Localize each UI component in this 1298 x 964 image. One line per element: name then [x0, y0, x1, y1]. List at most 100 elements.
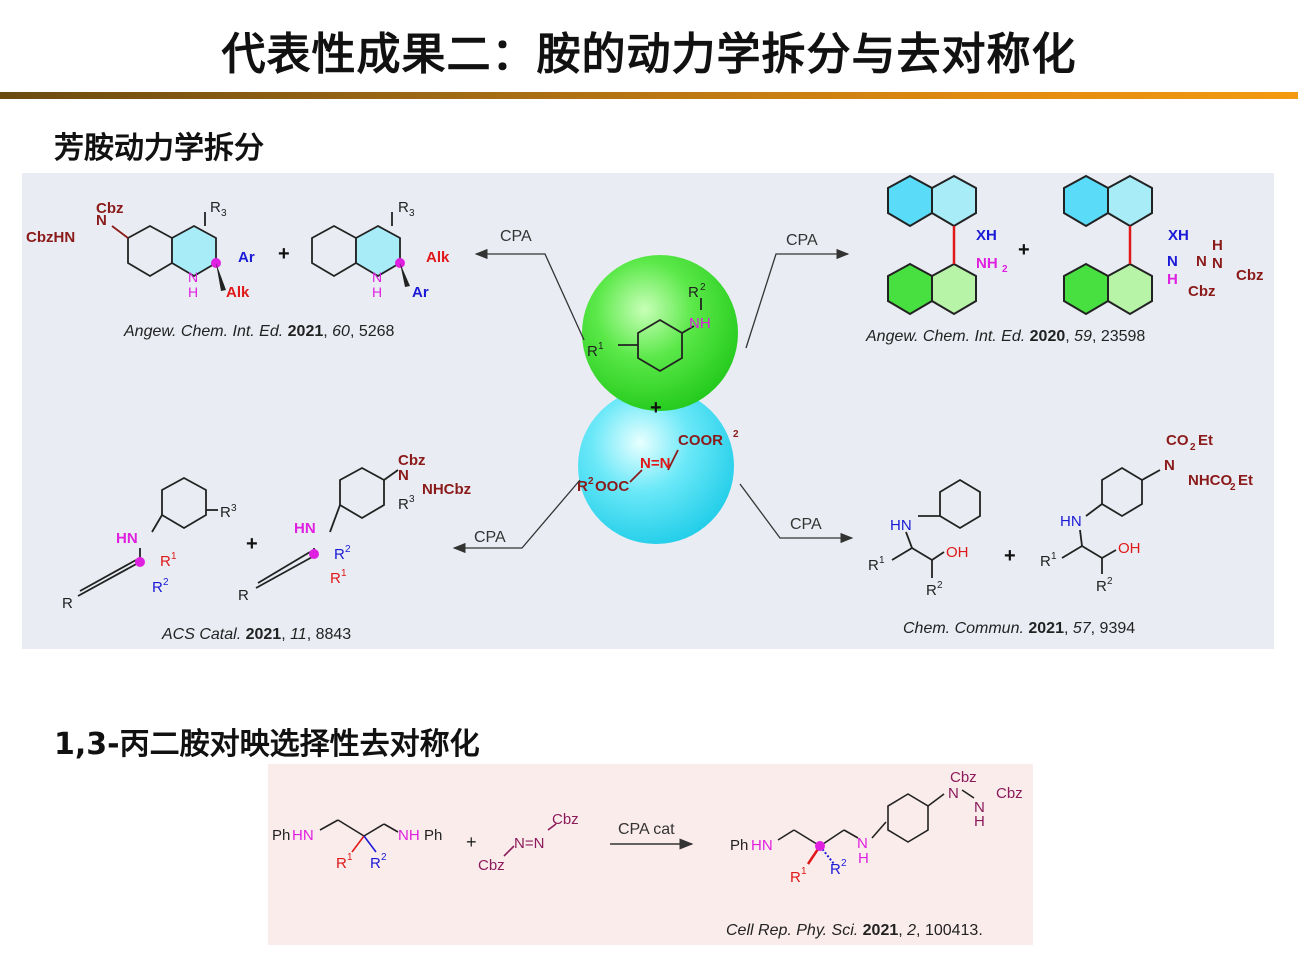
r3-sup-2: 3: [409, 208, 415, 219]
h-prod-2: H: [974, 813, 985, 830]
page-title: 代表性成果二：胺的动力学拆分与去对称化: [221, 29, 1077, 80]
phhn-hn: HN: [292, 827, 314, 844]
r1-sub: R: [336, 855, 347, 872]
r1-bl2: R: [330, 570, 341, 587]
r1-bl1-sup: 1: [171, 551, 177, 562]
cbz-prod-top: Cbz: [950, 769, 977, 786]
nhph-ph: Ph: [424, 827, 442, 844]
hn-br2: HN: [1060, 513, 1082, 530]
nh-label: NH: [689, 315, 711, 332]
r3-label-2: R: [398, 199, 409, 216]
n-bl2: N: [398, 467, 409, 484]
aniline-structure: [618, 298, 702, 373]
green-sphere: [582, 255, 738, 411]
desymmetrization-scheme-svg: Ph HN NH Ph R 1 R 2 + N=N Cbz Cbz CPA ca…: [272, 769, 1023, 886]
plus-tl: +: [278, 243, 290, 265]
nhco2et-et: Et: [1238, 472, 1253, 489]
arrow-bottom-left: [452, 479, 581, 554]
r3-bl1: R: [220, 504, 231, 521]
oh-br1: OH: [946, 544, 969, 561]
thq-product-2: [311, 212, 410, 287]
r3-bl1-sup: 3: [231, 503, 237, 514]
hn-br1: HN: [890, 517, 912, 534]
arrow-top-right: [745, 248, 850, 349]
h-prod: H: [858, 850, 869, 867]
r2-prod: R: [830, 861, 841, 878]
r2-sub-sup: 2: [381, 852, 387, 863]
r2-bl1-sup: 2: [163, 577, 169, 588]
oh-br2: OH: [1118, 540, 1141, 557]
arrow-bottom-right: [739, 483, 854, 544]
r2-bl2-sup: 2: [345, 544, 351, 555]
citation-desymmetrization: Cell Rep. Phy. Sci. 2021, 2, 100413.: [726, 922, 983, 939]
plus-bottom: +: [466, 832, 477, 852]
r3-bl2-sup: 3: [409, 494, 415, 505]
cbzhn-label-1: CbzHN: [26, 229, 75, 246]
n-label-1: N: [96, 212, 107, 229]
r2-sub: R: [370, 855, 381, 872]
r1-prod-sup: 1: [801, 866, 807, 877]
coor2-sup: 2: [733, 429, 739, 440]
citation-bottom-left: ACS Catal. 2021, 11, 8843: [162, 626, 352, 643]
azo-reagent-structure: [503, 823, 557, 857]
hn-bl2: HN: [294, 520, 316, 537]
r3-bl2: R: [398, 496, 409, 513]
r2-br1: R: [926, 582, 937, 599]
nhco2et-sub: 2: [1230, 482, 1236, 493]
cyan-sphere: [578, 388, 734, 544]
alk-label-2: Alk: [426, 249, 450, 266]
co2et-top: CO: [1166, 432, 1189, 449]
n-label-tr-2: N: [1196, 253, 1207, 270]
plus-center: +: [650, 397, 662, 419]
r-bl2: R: [238, 587, 249, 604]
n-label-tr-1: N: [1167, 253, 1178, 270]
coor2-label: COOR: [678, 432, 723, 449]
r2ooc-r: R: [577, 478, 588, 495]
n-prod-1: N: [948, 785, 959, 802]
nh2-label: NH: [976, 255, 998, 272]
hn-bl1: HN: [116, 530, 138, 547]
nh-label-thq2: N: [372, 269, 382, 285]
r2-label: R: [688, 284, 699, 301]
title-underline: [0, 92, 1298, 99]
r1-bl1: R: [160, 553, 171, 570]
r2-br2: R: [1096, 578, 1107, 595]
r1-label: R: [587, 343, 598, 360]
r2ooc-ooc: OOC: [595, 478, 629, 495]
n-label-tr-3: N: [1212, 255, 1223, 272]
binaphthyl-product-2: [1063, 174, 1153, 316]
r1-br2: R: [1040, 553, 1051, 570]
azo-reagent-nn: N=N: [514, 835, 544, 852]
cbz-label-tr-2: Cbz: [1188, 283, 1216, 300]
co2et-top-et: Et: [1198, 432, 1213, 449]
cpa-cat-label: CPA cat: [618, 821, 675, 838]
alk-label-1: Alk: [226, 284, 250, 301]
r1-sup: 1: [598, 341, 604, 352]
citation-top-right: Angew. Chem. Int. Ed. 2020, 59, 23598: [866, 328, 1146, 345]
r1-bl2-sup: 1: [341, 568, 347, 579]
desymmetrization-panel: [268, 764, 1033, 945]
arrow-top-left: [474, 248, 585, 341]
phhn-label: Ph: [272, 827, 290, 844]
amino-alcohol-2: [1061, 466, 1161, 574]
r1-sub-sup: 1: [347, 852, 353, 863]
azo-structure: [629, 449, 679, 483]
cbz-label-1: Cbz: [96, 200, 124, 217]
plus-tr: +: [1018, 239, 1030, 261]
nhph-nh: NH: [398, 827, 420, 844]
binaphthyl-product-1: [887, 174, 977, 316]
r2-br2-sup: 2: [1107, 576, 1113, 587]
cpa-label-bl: CPA: [474, 529, 506, 546]
n-prod-2: N: [974, 799, 985, 816]
nh2-sub: 2: [1002, 264, 1008, 275]
cbz-bl2: Cbz: [398, 452, 426, 469]
h-label-tr-2: H: [1212, 237, 1223, 254]
cbz-prod-right: Cbz: [996, 785, 1023, 802]
diamine-structure: [319, 819, 399, 853]
r3-sup-1: 3: [221, 208, 227, 219]
plus-br: +: [1004, 545, 1016, 567]
co2et-top-sub: 2: [1190, 442, 1196, 453]
stereocenter-desym: [815, 841, 825, 851]
cbz-reagent-bottom: Cbz: [478, 857, 505, 874]
